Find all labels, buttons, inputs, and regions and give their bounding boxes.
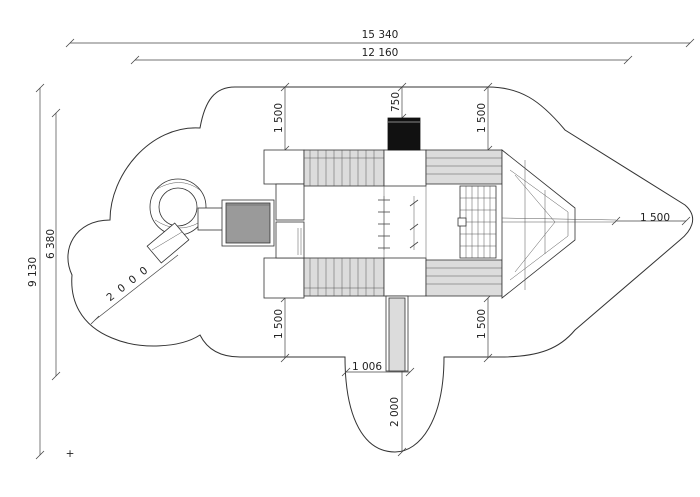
overall-width-dimension: 15 340 (65, 29, 695, 48)
overall-height-dimension: 9 130 (27, 83, 45, 460)
svg-text:1 500: 1 500 (476, 103, 488, 133)
svg-text:750: 750 (390, 92, 402, 112)
svg-text:1 006: 1 006 (352, 361, 382, 373)
overall-width-label: 15 340 (362, 29, 399, 41)
top-right-clearance-dimension: 1 500 (476, 82, 493, 155)
straight-slide (385, 295, 409, 372)
spiral-slide (146, 178, 227, 264)
svg-text:1 500: 1 500 (273, 103, 285, 133)
top-left-clearance-dimension: 1 500 (273, 82, 290, 155)
safety-zone-outline (67, 86, 694, 453)
top-left-ramp (303, 149, 385, 187)
top-stairs (387, 117, 421, 151)
rope-bridge (378, 196, 419, 250)
top-right-ramp (425, 149, 503, 185)
bottom-right-ramp (425, 259, 503, 297)
bottom-left-ramp (303, 257, 385, 297)
slide-run-out-dimension: 2 000 (389, 353, 407, 457)
slide-width-dimension: 1 006 (341, 361, 415, 377)
svg-text:1 500: 1 500 (273, 309, 285, 339)
ship-bow (501, 149, 617, 299)
svg-text:2 000: 2 000 (389, 397, 401, 427)
svg-text:+: + (66, 448, 75, 460)
main-deck-frame (263, 149, 305, 299)
inner-width-label: 12 160 (362, 47, 399, 59)
svg-text:2 0 0 0: 2 0 0 0 (104, 263, 151, 304)
climbing-net (457, 185, 497, 259)
bottom-right-clearance-dimension: 1 500 (476, 293, 493, 363)
inner-height-dimension: 6 380 (45, 108, 61, 381)
svg-text:1 500: 1 500 (640, 212, 670, 224)
slide-radius-dimension: 2 0 0 0 (90, 254, 179, 325)
inner-width-dimension: 12 160 (130, 47, 633, 65)
right-clearance-dimension: 1 500 (611, 212, 691, 226)
roofed-tower (221, 199, 275, 247)
svg-text:1 500: 1 500 (476, 309, 488, 339)
top-stair-depth-dimension: 750 (390, 82, 407, 123)
bottom-left-clearance-dimension: 1 500 (273, 293, 290, 363)
central-platforms (383, 149, 427, 297)
overall-height-label: 9 130 (27, 257, 39, 287)
inner-height-label: 6 380 (45, 229, 57, 259)
